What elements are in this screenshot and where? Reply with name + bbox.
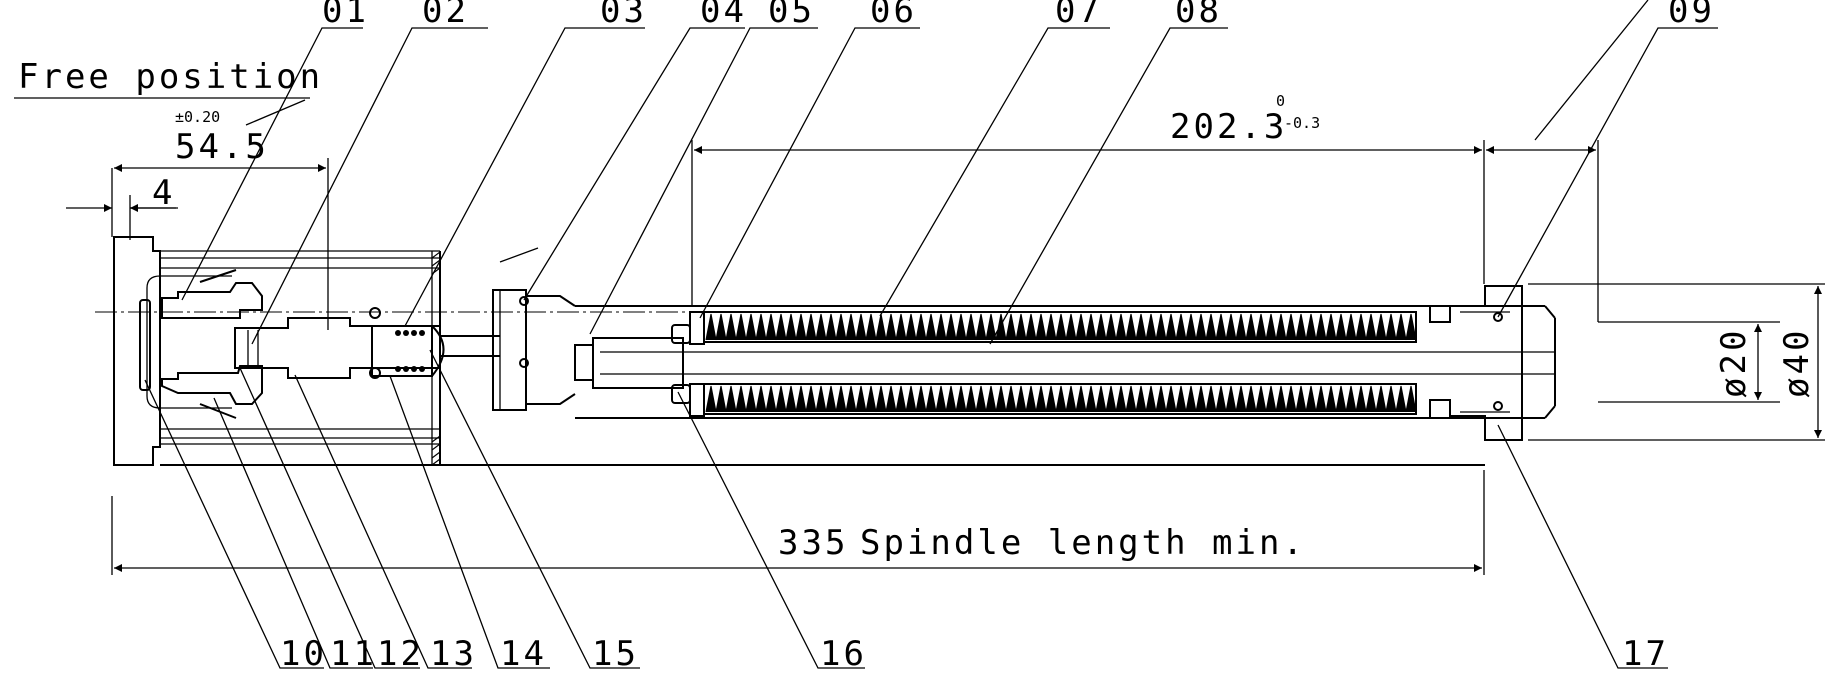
inner-cavity <box>146 275 232 409</box>
callout-05: 05 <box>768 0 815 31</box>
collet-jaw-top <box>161 282 263 319</box>
outer-housing <box>160 250 1485 466</box>
callout-17: 17 <box>1622 634 1669 674</box>
callout-11: 11 <box>330 634 377 674</box>
flange <box>113 236 161 466</box>
dim-free-position: ±0.20 54.5 <box>111 99 329 330</box>
spindle-value: 335 <box>778 523 848 563</box>
dim-small-offset: 4 <box>66 173 178 240</box>
spring-15 <box>371 325 445 377</box>
leader-lines <box>144 0 1718 669</box>
o-ring-upper <box>369 307 381 319</box>
o-ring-04-lower <box>519 358 529 368</box>
main-tube <box>575 305 1556 419</box>
callout-12: 12 <box>377 634 424 674</box>
o-ring-09 <box>1493 312 1503 322</box>
callout-15: 15 <box>592 634 639 674</box>
callout-03: 03 <box>600 0 647 31</box>
dim-spindle-length: 335 Spindle length min. <box>111 470 1485 575</box>
free-position-note: Free position <box>14 57 323 99</box>
o-ring-lower <box>369 367 381 379</box>
o-ring-04-upper <box>519 296 529 306</box>
collet-jaw-bottom <box>161 365 263 405</box>
callout-14: 14 <box>500 634 547 674</box>
stroke-tol-upper: 0 <box>1276 92 1285 110</box>
brush-spring-upper <box>703 311 1417 343</box>
stroke-value: 202.3 <box>1170 107 1287 147</box>
o-ring-17 <box>1493 401 1503 411</box>
free-pos-tolerance: ±0.20 <box>175 108 220 126</box>
callout-10: 10 <box>280 634 327 674</box>
free-pos-value: 54.5 <box>175 127 269 167</box>
end-nut <box>1429 285 1523 441</box>
callout-16: 16 <box>820 634 867 674</box>
brush-spring-lower <box>703 383 1417 415</box>
callout-09: 09 <box>1668 0 1715 31</box>
ring-10 <box>139 299 151 391</box>
callout-07: 07 <box>1055 0 1102 31</box>
dia-outer: ø40 <box>1777 328 1817 398</box>
stroke-tol-lower: -0.3 <box>1284 114 1320 132</box>
callout-01: 01 <box>322 0 369 31</box>
dim-stroke: 202.3 0 -0.3 <box>691 92 1599 322</box>
part-body <box>95 236 1556 466</box>
small-offset-value: 4 <box>152 173 175 213</box>
shoulder-06 <box>671 311 705 417</box>
callout-02: 02 <box>422 0 469 31</box>
callout-13: 13 <box>430 634 477 674</box>
free-position-text: Free position <box>18 57 323 97</box>
dia-inner: ø20 <box>1714 328 1754 398</box>
plunger-05 <box>574 344 594 381</box>
dim-diameters: ø20 ø40 <box>1528 283 1825 441</box>
draw-bar <box>234 317 441 379</box>
spindle-text: Spindle length min. <box>860 523 1306 563</box>
piston-rod <box>440 289 576 411</box>
callout-labels-top: 01 02 03 04 05 06 07 08 09 <box>322 0 1715 31</box>
callout-04: 04 <box>700 0 747 31</box>
plunger-body <box>592 337 684 389</box>
callout-08: 08 <box>1175 0 1222 31</box>
callout-labels-bottom: 10 11 12 13 14 15 16 17 <box>280 634 1669 674</box>
callout-06: 06 <box>870 0 917 31</box>
